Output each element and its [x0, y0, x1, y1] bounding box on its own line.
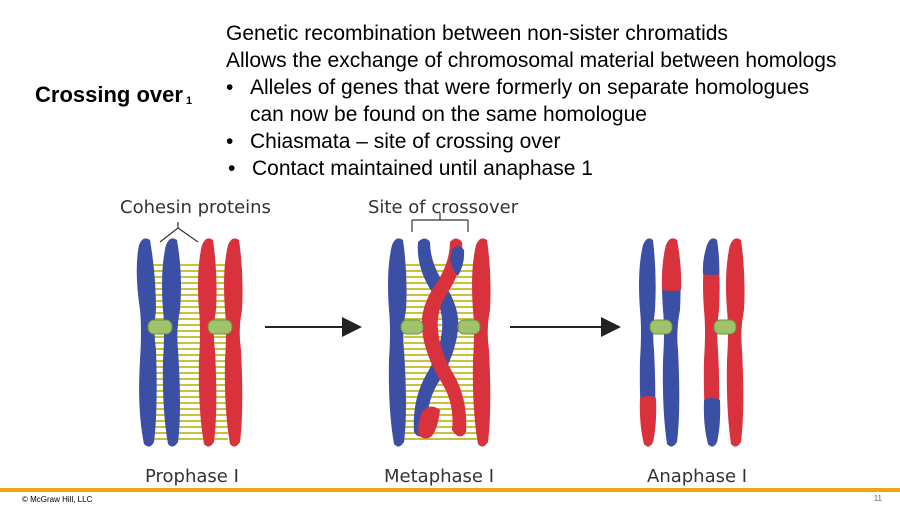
centromere [207, 319, 233, 335]
chromatid-blue [136, 238, 157, 447]
bullet-dot: • [226, 130, 234, 153]
chromatid-red [198, 238, 217, 447]
chromatid-red-crossing [421, 238, 467, 437]
bullet-item-1-continuation: can now be found on the same homologue [226, 101, 896, 128]
label-site-of-crossover: Site of crossover [368, 197, 519, 218]
label-cohesin-proteins: Cohesin proteins [120, 197, 271, 218]
chromatid-red [224, 238, 243, 447]
metaphase-chromosomes [388, 238, 491, 447]
chromatid-blue [388, 238, 407, 447]
bullet-text-2: Chiasmata – site of crossing over [250, 130, 561, 153]
bullet-text-1: Alleles of genes that were formerly on s… [250, 76, 810, 99]
crossing-over-diagram: Cohesin proteins Site of crossover [120, 197, 747, 487]
bullet-item-3: • Contact maintained until anaphase 1 [228, 155, 896, 182]
cohesin-pointer-lines [159, 222, 199, 243]
bullet-text-1-cont: can now be found on the same homologue [250, 103, 647, 126]
bullet-text-3: Contact maintained until anaphase 1 [252, 157, 593, 180]
chromatid-blue [162, 238, 181, 447]
footer-accent-line [0, 488, 900, 492]
label-metaphase: Metaphase I [384, 466, 494, 487]
chromatid-red-tip [418, 406, 440, 439]
chromatid-blue-segment [703, 398, 721, 447]
text-block: Genetic recombination between non-sister… [226, 20, 896, 182]
chromatid-blue [639, 238, 656, 447]
centromere [147, 319, 173, 335]
centromere [649, 319, 673, 335]
crossover-bracket [411, 213, 469, 232]
centromere [400, 319, 424, 335]
anaphase-chromosomes [639, 238, 745, 447]
chromatid-red-segment [661, 238, 682, 291]
bullet-item-1: • Alleles of genes that were formerly on… [226, 74, 896, 101]
copyright-text: © McGraw Hill, LLC [22, 495, 93, 504]
chromatid-red [472, 238, 491, 447]
centromere [457, 319, 481, 335]
chromatid-red [703, 238, 720, 447]
prophase-chromosomes [136, 238, 243, 447]
chromatid-blue-tip [450, 246, 465, 276]
title-subscript: 1 [185, 95, 193, 107]
text-line-1: Genetic recombination between non-sister… [226, 22, 728, 45]
chromatid-red [726, 238, 745, 447]
page-number: 11 [873, 494, 882, 503]
chromatid-red-segment [639, 396, 657, 447]
bullet-item-2: • Chiasmata – site of crossing over [226, 128, 896, 155]
label-anaphase: Anaphase I [647, 466, 747, 487]
label-prophase: Prophase I [145, 466, 239, 487]
bullet-dot: • [228, 157, 236, 180]
chromatid-blue-crossing [413, 238, 459, 437]
chromatid-blue-segment [702, 238, 720, 275]
centromere [713, 319, 737, 335]
text-line-2: Allows the exchange of chromosomal mater… [226, 49, 837, 72]
bullet-dot: • [226, 76, 234, 99]
